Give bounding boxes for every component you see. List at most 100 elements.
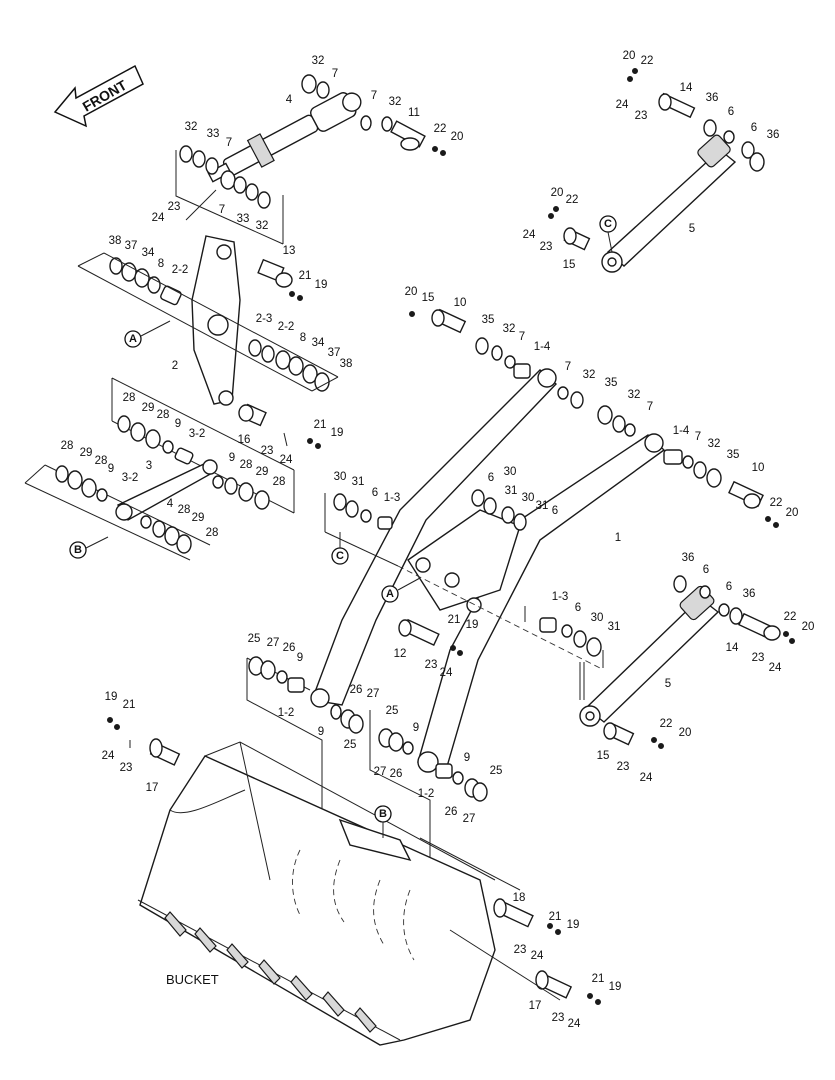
part-number-label: 2-2 (172, 264, 189, 276)
part-number-label: 24 (523, 229, 536, 241)
lower-boom-pins (107, 656, 488, 860)
part-number-label: 19 (609, 981, 622, 993)
part-number-label: 4 (167, 498, 174, 510)
part-number-label: 9 (318, 726, 324, 738)
part-number-label: 21 (592, 973, 605, 985)
part-number-label: 24 (769, 662, 782, 674)
part-number-label: 37 (125, 240, 138, 252)
part-number-label: 1-2 (278, 707, 295, 719)
part-number-label: 25 (490, 765, 503, 777)
svg-text:C: C (336, 550, 344, 562)
part-number-label: 23 (120, 762, 133, 774)
part-number-label: 20 (405, 286, 418, 298)
part-number-label: 23 (617, 761, 630, 773)
part-number-label: 5 (665, 678, 671, 690)
part-number-label: 26 (283, 642, 296, 654)
part-number-label: 30 (522, 492, 535, 504)
part-number-label: 7 (371, 90, 377, 102)
part-number-label: 24 (640, 772, 653, 784)
part-number-label: 29 (256, 466, 269, 478)
part-number-label: 23 (635, 110, 648, 122)
part-number-label: 19 (315, 279, 328, 291)
part-number-label: 6 (728, 106, 734, 118)
part-number-label: 20 (623, 50, 636, 62)
part-number-label: 16 (238, 434, 251, 446)
part-number-label: 21 (314, 419, 327, 431)
part-number-label: 34 (142, 247, 155, 259)
part-number-label: 32 (708, 438, 721, 450)
callout-b-1: B (69, 541, 87, 559)
part-number-label: 28 (61, 440, 74, 452)
part-number-label: 6 (488, 472, 494, 484)
part-number-label: 36 (743, 588, 756, 600)
part-number-label: 18 (513, 892, 526, 904)
part-number-label: 8 (300, 332, 306, 344)
part-number-label: 28 (240, 459, 253, 471)
part-number-label: 6 (751, 122, 757, 134)
part-number-label: 31 (608, 621, 621, 633)
part-number-label: 7 (219, 204, 225, 216)
part-number-label: 15 (422, 292, 435, 304)
part-number-label: 6 (703, 564, 709, 576)
part-number-label: 26 (350, 684, 363, 696)
part-number-label: 29 (192, 512, 205, 524)
callout-c-1: C (599, 215, 617, 233)
part-number-label: 14 (726, 642, 739, 654)
part-number-label: 22 (770, 497, 783, 509)
part-number-label: 35 (605, 377, 618, 389)
part-number-label: 12 (394, 648, 407, 660)
part-number-label: 7 (695, 431, 701, 443)
part-number-label: 20 (786, 507, 799, 519)
part-number-label: 33 (237, 213, 250, 225)
part-number-label: 30 (591, 612, 604, 624)
part-number-label: 24 (568, 1018, 581, 1030)
part-number-label: 6 (552, 505, 558, 517)
part-number-label: 31 (352, 476, 365, 488)
svg-text:B: B (74, 544, 82, 556)
part-number-label: 13 (283, 245, 296, 257)
part-number-label: 24 (102, 750, 115, 762)
part-number-label: 9 (175, 418, 181, 430)
part-number-label: 2 (172, 360, 178, 372)
part-number-label: 24 (152, 212, 165, 224)
pin-11 (390, 120, 426, 151)
part-number-label: 29 (142, 402, 155, 414)
bell-crank-2 (77, 235, 339, 449)
bucket-cylinder-5-top (548, 68, 765, 273)
part-number-label: 30 (334, 471, 347, 483)
part-number-label: 10 (752, 462, 765, 474)
part-number-label: 20 (451, 131, 464, 143)
part-number-label: 1-3 (384, 492, 401, 504)
part-number-label: 36 (767, 129, 780, 141)
part-number-label: 3 (146, 460, 152, 472)
part-number-label: 1-3 (552, 591, 569, 603)
part-number-label: 4 (286, 94, 293, 106)
part-number-label: 14 (680, 82, 693, 94)
part-number-label: 23 (514, 944, 527, 956)
part-number-label: 23 (552, 1012, 565, 1024)
part-number-label: 7 (565, 361, 571, 373)
part-number-label: 20 (551, 187, 564, 199)
part-number-label: 21 (448, 614, 461, 626)
part-number-label: 1-4 (673, 425, 690, 437)
svg-text:A: A (129, 333, 137, 345)
part-number-label: 32 (503, 323, 516, 335)
bucket-teeth (164, 911, 377, 1033)
part-number-label: 38 (109, 235, 122, 247)
part-number-label: 2-3 (256, 313, 273, 325)
part-number-label: 25 (344, 739, 357, 751)
svg-text:B: B (379, 808, 387, 820)
part-number-label: 27 (374, 766, 387, 778)
part-number-label: 34 (312, 337, 325, 349)
part-number-label: 11 (408, 107, 420, 119)
part-number-label: 6 (726, 581, 732, 593)
part-number-label: 6 (575, 602, 581, 614)
part-number-label: 17 (529, 1000, 542, 1012)
part-number-label: 7 (332, 68, 338, 80)
callout-c-2: C (331, 547, 349, 565)
part-number-label: 25 (386, 705, 399, 717)
link-3-group (24, 377, 295, 561)
part-number-label: 29 (80, 447, 93, 459)
